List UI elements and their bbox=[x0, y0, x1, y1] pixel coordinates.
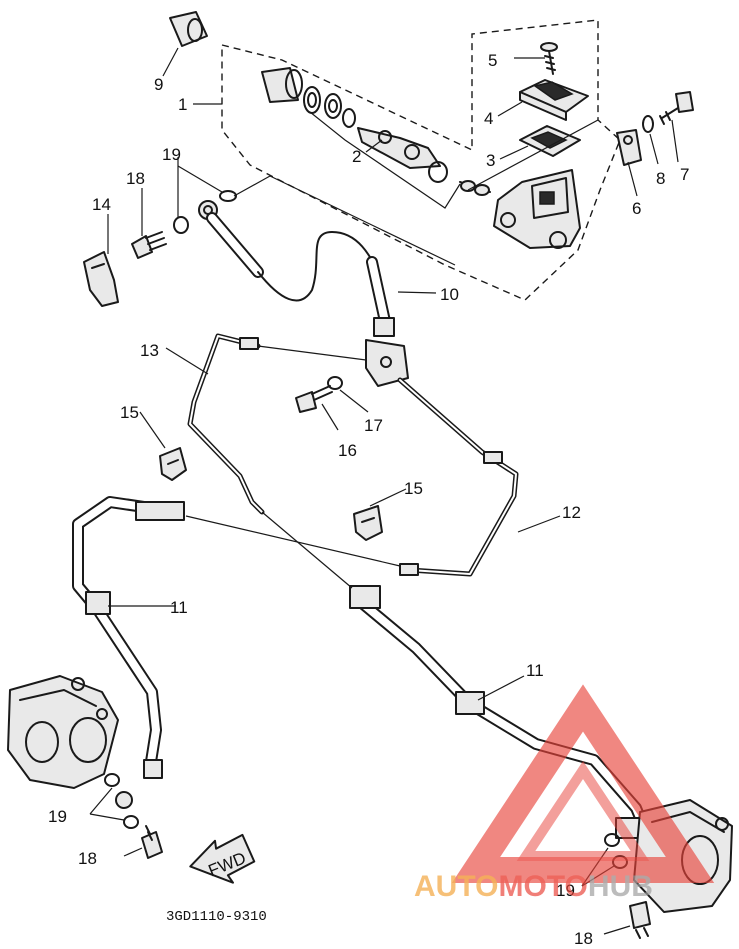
part-15-clip-left bbox=[159, 447, 187, 481]
label-part-8: 8 bbox=[656, 169, 665, 188]
master-cylinder-body bbox=[493, 169, 581, 249]
part-13-brake-pipe bbox=[187, 333, 265, 515]
label-part-17: 17 bbox=[364, 416, 383, 435]
part-18-bolt-lower-right bbox=[629, 901, 651, 939]
label-part-11-right: 11 bbox=[526, 661, 544, 680]
watermark-text-auto: AUTO bbox=[414, 870, 498, 903]
label-part-18-lower-left: 18 bbox=[78, 849, 97, 868]
part-19-washer-upper-a bbox=[219, 190, 237, 202]
watermark-text-hub: HUB bbox=[588, 870, 653, 903]
label-part-4: 4 bbox=[484, 109, 493, 128]
label-part-9: 9 bbox=[154, 75, 163, 94]
drawing-code: 3GD1110-9310 bbox=[166, 909, 267, 925]
part-6-holder bbox=[616, 129, 642, 166]
part-7-bolt bbox=[659, 91, 694, 125]
label-part-19-lower-left: 19 bbox=[48, 807, 67, 826]
assembly-guide-lines bbox=[185, 111, 599, 589]
part-1-piston-kit bbox=[261, 67, 356, 128]
part-18-bolt-upper bbox=[131, 231, 167, 259]
part-5-screw bbox=[540, 42, 558, 75]
label-part-1: 1 bbox=[178, 95, 187, 114]
forward-direction-arrow: FWD bbox=[189, 833, 256, 884]
part-number-labels: 1 2 3 4 5 6 7 8 9 10 11 11 12 13 14 15 1… bbox=[48, 51, 689, 948]
label-part-19-upper: 19 bbox=[162, 145, 181, 164]
watermark-triangle-icon bbox=[451, 684, 715, 883]
part-14-cover bbox=[83, 251, 119, 307]
label-part-6: 6 bbox=[632, 199, 641, 218]
label-part-18-lower-right: 18 bbox=[574, 929, 593, 948]
part-3-diaphragm bbox=[519, 125, 581, 157]
label-part-16: 16 bbox=[338, 441, 357, 460]
part-10-brake-hose bbox=[206, 212, 395, 337]
part-12-brake-pipe bbox=[397, 377, 519, 577]
label-part-14: 14 bbox=[92, 195, 111, 214]
part-8-washer bbox=[642, 115, 654, 133]
label-part-2: 2 bbox=[352, 147, 361, 166]
label-part-15-left: 15 bbox=[120, 403, 139, 422]
label-part-13: 13 bbox=[140, 341, 159, 360]
label-part-10: 10 bbox=[440, 285, 459, 304]
label-part-19-lower-right: 19 bbox=[556, 881, 575, 900]
watermark-text-moto: MOTO bbox=[498, 870, 587, 903]
part-17-washer bbox=[327, 376, 343, 390]
label-part-3: 3 bbox=[486, 151, 495, 170]
watermark-inner-triangle-icon bbox=[516, 760, 650, 861]
label-part-18-upper: 18 bbox=[126, 169, 145, 188]
union-fitting bbox=[459, 180, 491, 196]
label-part-12: 12 bbox=[562, 503, 581, 522]
part-19-washer-lower-left bbox=[104, 773, 139, 829]
label-leader-lines bbox=[89, 47, 679, 935]
part-16-bolt bbox=[295, 385, 333, 413]
label-part-11-left: 11 bbox=[170, 598, 188, 617]
brake-joint bbox=[365, 339, 409, 387]
watermark-logo: AUTOMOTOHUB bbox=[414, 684, 715, 903]
left-brake-caliper bbox=[7, 675, 119, 789]
part-19-washer-upper-b bbox=[173, 216, 189, 234]
part-2-push-rod bbox=[357, 127, 448, 183]
label-part-15-right: 15 bbox=[404, 479, 423, 498]
part-9-boot bbox=[169, 11, 208, 47]
label-part-7: 7 bbox=[680, 165, 689, 184]
part-18-bolt-lower-left bbox=[141, 825, 163, 859]
svg-text:AUTOMOTOHUB: AUTOMOTOHUB bbox=[414, 870, 653, 903]
part-4-reservoir-cap bbox=[519, 79, 589, 121]
label-part-5: 5 bbox=[488, 51, 497, 70]
part-15-clip-right bbox=[353, 505, 383, 541]
part-11-brake-hose-left bbox=[72, 496, 185, 809]
